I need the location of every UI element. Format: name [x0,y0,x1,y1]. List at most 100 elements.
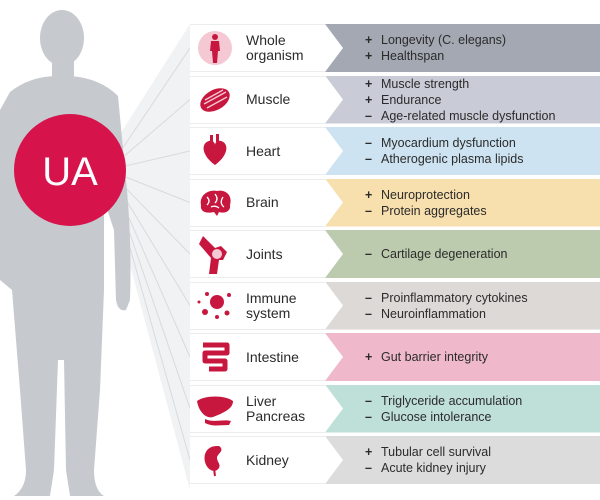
effect-item: + Tubular cell survival [365,444,600,460]
effect-item: –Proinflammatory cytokines [365,290,600,306]
plus-sign: + [365,49,373,63]
effects-box: –Proinflammatory cytokines–Neuroinflamma… [325,281,600,330]
effect-item: + Neuroprotection [365,187,600,203]
minus-sign: – [365,306,372,321]
minus-sign: – [365,393,372,408]
effects-box: + Longevity (C. elegans) + Healthspan [325,24,600,72]
muscle-icon [192,80,238,120]
organ-row: Joints –Cartilage degeneration [190,230,600,278]
organ-label: Muscle [246,91,291,107]
organ-label: Kidney [246,451,289,468]
minus-sign: – [365,152,372,166]
effect-item: –Triglyceride accumulation [365,393,600,409]
minus-sign: – [365,108,372,123]
organ-cell: Whole organism [190,24,325,72]
effect-text: Myocardium dysfunction [381,136,516,150]
effect-item: –Age-related muscle dysfunction [365,108,600,124]
minus-sign: – [365,247,372,261]
effect-item: –Cartilage degeneration [365,246,600,262]
organ-row: Liver Pancreas –Triglyceride accumulation… [190,384,600,433]
liver-pancreas-icon [192,389,238,429]
effects-box: –Cartilage degeneration [325,230,600,278]
plus-sign: + [365,92,373,107]
effect-item: –Protein aggregates [365,203,600,219]
minus-sign: – [365,290,372,305]
effect-text: Acute kidney injury [381,461,486,475]
organ-row: Intestine + Gut barrier integrity [190,333,600,381]
effect-text: Longevity (C. elegans) [381,33,507,47]
effects-box: –Myocardium dysfunction–Atherogenic plas… [325,127,600,175]
organ-row: Kidney + Tubular cell survival–Acute kidne… [190,436,600,484]
effects-box: + Neuroprotection–Protein aggregates [325,178,600,227]
organ-cell: Immune system [190,281,325,330]
organ-label: Intestine [246,348,299,365]
organ-cell: Intestine [190,333,325,381]
organ-cell: Kidney [190,436,325,484]
effect-text: Protein aggregates [381,203,487,218]
effect-item: + Longevity (C. elegans) [365,32,600,48]
effect-text: Age-related muscle dysfunction [381,108,556,123]
minus-sign: – [365,461,372,475]
organ-label: Heart [246,142,281,159]
heart-icon [192,131,238,171]
intestine-icon [192,337,238,377]
organ-cell: Joints [190,230,325,278]
effect-item: –Atherogenic plasma lipids [365,151,600,167]
organ-label: Liver Pancreas [246,392,306,424]
effects-box: + Gut barrier integrity [325,333,600,381]
immune-system-icon [192,286,238,326]
human-silhouette [0,10,131,496]
effect-text: Glucose intolerance [381,409,492,424]
joints-icon [192,234,238,274]
effect-item: –Acute kidney injury [365,460,600,476]
effect-text: Neuroinflammation [381,306,486,321]
whole-organism-icon [192,28,238,68]
ua-circle [14,114,126,226]
effect-text: Proinflammatory cytokines [381,290,528,305]
effect-text: Healthspan [381,49,445,63]
plus-sign: + [365,350,373,364]
organ-cell: Liver Pancreas [190,384,325,433]
effect-item: –Neuroinflammation [365,306,600,322]
effect-item: + Muscle strength [365,76,600,92]
organ-row: Whole organism + Longevity (C. elegans) + He… [190,24,600,72]
organ-row: Brain + Neuroprotection–Protein aggregates [190,178,600,227]
effect-text: Atherogenic plasma lipids [381,152,524,166]
organ-label: Immune system [246,289,297,321]
effects-box: + Muscle strength + Endurance–Age-related m… [325,75,600,124]
effect-item: –Glucose intolerance [365,409,600,425]
effects-box: + Tubular cell survival–Acute kidney inju… [325,436,600,484]
plus-sign: + [365,76,373,91]
effect-item: + Gut barrier integrity [365,349,600,365]
organ-row: Muscle + Muscle strength + Endurance–Age-rel… [190,75,600,124]
effect-text: Endurance [381,92,442,107]
organ-cell: Heart [190,127,325,175]
organ-cell: Muscle [190,75,325,124]
minus-sign: – [365,203,372,218]
organ-cell: Brain [190,178,325,227]
effect-text: Triglyceride accumulation [381,393,523,408]
effects-box: –Triglyceride accumulation–Glucose intol… [325,384,600,433]
effect-text: Tubular cell survival [381,445,491,459]
organ-label: Whole organism [246,32,304,63]
effect-text: Muscle strength [381,76,470,91]
organ-label: Joints [246,245,283,262]
plus-sign: + [365,445,373,459]
effect-text: Gut barrier integrity [381,350,488,364]
kidney-icon [192,440,238,480]
connector-fan [110,24,190,490]
organ-row: Immune system –Proinflammatory cytokines–… [190,281,600,330]
organ-row: Heart –Myocardium dysfunction–Atherogenic… [190,127,600,175]
organ-label: Brain [246,194,279,210]
plus-sign: + [365,33,373,47]
brain-icon [192,183,238,223]
effect-item: + Healthspan [365,48,600,64]
effect-text: Cartilage degeneration [381,247,508,261]
effect-text: Neuroprotection [381,187,470,202]
ua-label: UA [42,150,98,194]
plus-sign: + [365,187,373,202]
minus-sign: – [365,136,372,150]
minus-sign: – [365,409,372,424]
